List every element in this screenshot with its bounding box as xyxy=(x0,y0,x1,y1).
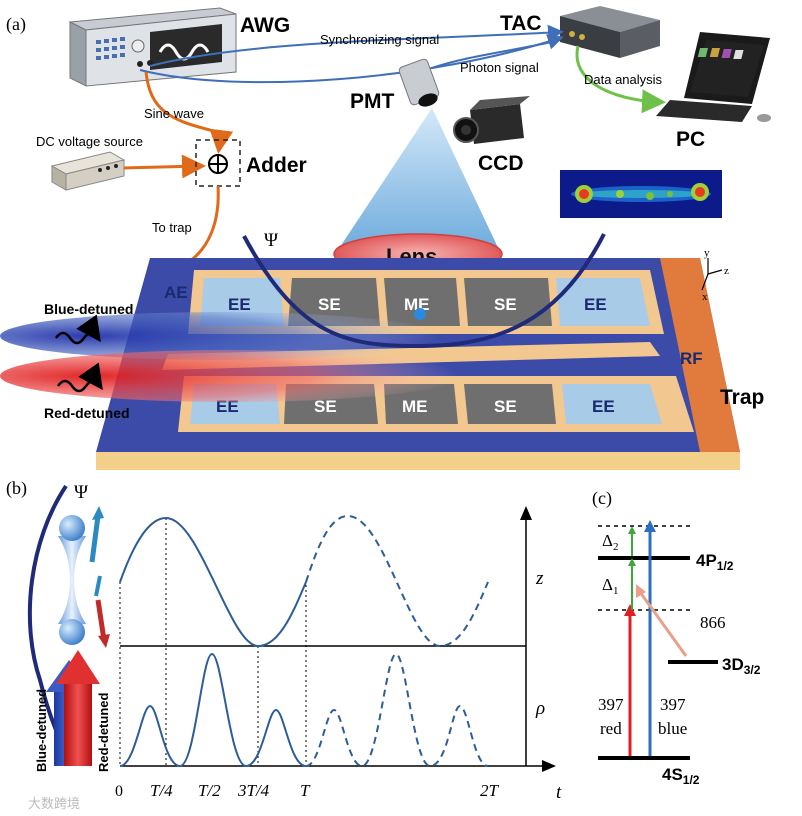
data-analysis-label: Data analysis xyxy=(584,72,663,87)
blue-photon-wave xyxy=(54,314,101,345)
ccd-camera xyxy=(453,96,530,144)
bottom-electrode-2: SE xyxy=(314,397,337,416)
label-397-blue-word: blue xyxy=(658,719,687,738)
top-electrode-4: SE xyxy=(494,295,517,314)
side-red-label: Red-detuned xyxy=(96,693,111,773)
photon-signal-wire xyxy=(139,34,564,84)
data-analysis-wire xyxy=(575,45,666,114)
z-curve-dashed xyxy=(305,514,489,648)
photon-signal-label: Photon signal xyxy=(460,60,539,75)
top-electrode-2: SE xyxy=(318,295,341,314)
label-397-blue-num: 397 xyxy=(660,695,686,714)
transition-arrows xyxy=(624,520,688,756)
ae-label: AE xyxy=(164,283,188,302)
ccd-image xyxy=(560,170,722,218)
pmt-detector xyxy=(398,58,440,107)
bottom-electrode-5: EE xyxy=(592,397,615,416)
t-axis-label: t xyxy=(556,782,562,803)
ion xyxy=(414,308,426,320)
pc-label: PC xyxy=(676,128,705,151)
axis-arrow-right xyxy=(542,760,556,772)
coordinate-axes xyxy=(701,258,723,291)
awg-label: AWG xyxy=(240,14,290,37)
delta1-label: Δ1 xyxy=(602,575,618,597)
big-detuned-arrows xyxy=(46,650,100,766)
motion-arrows xyxy=(89,506,110,648)
tick-t2: T/2 xyxy=(198,781,221,800)
adder-label: Adder xyxy=(246,154,307,177)
s-level-label: 4S1/2 xyxy=(662,765,700,787)
rho-curve-dashed xyxy=(305,652,489,768)
panel-label-a: (a) xyxy=(6,14,26,35)
bottom-electrode-4: SE xyxy=(494,397,517,416)
label-866: 866 xyxy=(700,613,726,632)
dc-voltage-source xyxy=(50,151,126,191)
axis-y-label: y xyxy=(704,247,710,259)
fluorescence-cone xyxy=(334,108,502,256)
tick-t: T xyxy=(300,781,311,800)
label-397-red-num: 397 xyxy=(598,695,624,714)
sync-signal-wire xyxy=(149,24,564,67)
red-photon-wave xyxy=(56,362,103,393)
guide-lines xyxy=(119,518,307,766)
pc-laptop xyxy=(656,32,771,122)
to-trap-label: To trap xyxy=(152,220,192,235)
rho-axis-label: ρ xyxy=(535,698,545,719)
bottom-electrode-3: ME xyxy=(402,397,428,416)
label-397-red-word: red xyxy=(600,719,622,738)
d-level-label: 3D3/2 xyxy=(722,655,761,677)
rf-label: RF xyxy=(680,349,703,368)
axis-x-label: x xyxy=(702,291,708,303)
sine-wave-wire xyxy=(144,71,234,154)
tick-t4: T/4 xyxy=(150,781,173,800)
red-detuned-beam xyxy=(0,350,460,402)
psi-label-a: Ψ xyxy=(264,230,278,251)
top-electrode-5: EE xyxy=(584,295,607,314)
tick-3t4: 3T/4 xyxy=(237,781,270,800)
side-blue-label: Blue-detuned xyxy=(34,689,49,772)
tick-2t: 2T xyxy=(480,781,500,800)
ccd-label: CCD xyxy=(478,152,524,175)
axis-z-label: z xyxy=(724,265,729,277)
adder-symbol xyxy=(195,139,241,187)
watermark: 大数跨境 xyxy=(28,796,80,811)
tick-0: 0 xyxy=(115,783,123,800)
blue-detuned-label: Blue-detuned xyxy=(44,301,133,317)
dumbbell-ion xyxy=(58,515,86,645)
dc-source-label: DC voltage source xyxy=(36,134,143,149)
delta2-label: Δ2 xyxy=(602,531,618,553)
red-detuned-label: Red-detuned xyxy=(44,405,130,421)
sync-signal-label: Synchronizing signal xyxy=(320,32,439,47)
panel-label-c: (c) xyxy=(592,488,612,509)
tac-label: TAC xyxy=(500,12,542,35)
tac-instrument xyxy=(560,6,660,58)
level-lines xyxy=(598,525,718,760)
psi-label-b: Ψ xyxy=(74,482,88,503)
pmt-wire xyxy=(431,39,561,69)
awg-instrument xyxy=(68,7,237,87)
axis-arrow-up xyxy=(520,506,532,520)
pmt-label: PMT xyxy=(350,90,395,113)
top-electrode-1: EE xyxy=(228,295,251,314)
trap-label: Trap xyxy=(720,386,764,409)
dc-wire xyxy=(123,154,206,179)
panel-label-b: (b) xyxy=(6,478,27,499)
p-level-label: 4P1/2 xyxy=(696,551,734,573)
blue-detuned-beam xyxy=(0,312,440,360)
rho-curve-solid xyxy=(119,652,307,768)
z-curve-solid xyxy=(119,516,307,648)
plot-b-axes xyxy=(120,514,546,767)
z-axis-label: z xyxy=(535,568,544,589)
psi-potential-curve xyxy=(242,233,606,349)
sine-wave-label: Sine wave xyxy=(144,106,204,121)
